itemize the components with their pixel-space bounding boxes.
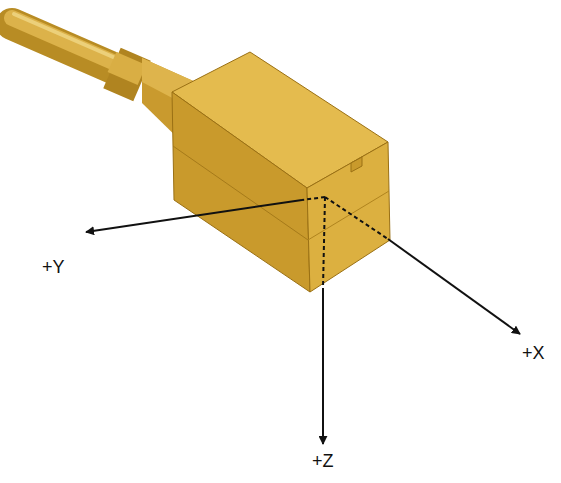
cable: [12, 14, 200, 150]
axis-label: +X: [522, 344, 545, 364]
coordinate-axes: [86, 197, 520, 444]
axis-label: +Y: [42, 258, 65, 278]
connector-housing: [172, 52, 390, 292]
axis-label: +Z: [312, 452, 334, 472]
